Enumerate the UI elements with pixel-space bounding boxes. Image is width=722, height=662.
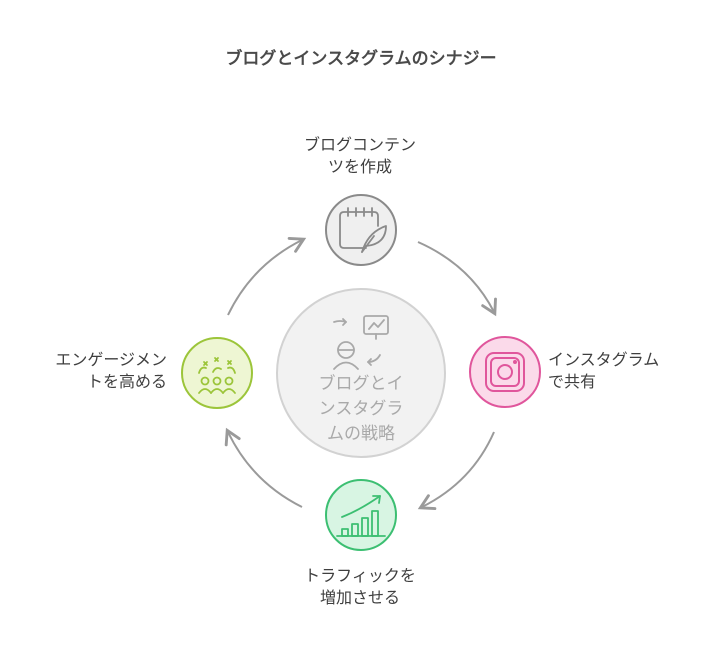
center-label-line: ムの戦略: [327, 424, 395, 444]
notepad-feather-icon: [339, 207, 387, 253]
bar-chart-growth-icon: [336, 495, 386, 537]
instagram-icon: [485, 352, 525, 392]
center-label-line: ンスタグラ: [318, 399, 404, 419]
label-line: エンゲージメン: [55, 350, 167, 369]
label-line: トを高める: [86, 372, 167, 391]
arrow-bottom-to-left: [224, 427, 303, 508]
arrow-right-to-bottom: [417, 431, 495, 511]
celebrating-people-icon: [198, 357, 236, 394]
center-circle: [276, 288, 446, 458]
label-line: ツを作成: [327, 157, 392, 176]
label-increase-traffic: トラフィックを 増加させる: [260, 565, 460, 609]
label-line: で共有: [548, 372, 597, 391]
label-line: トラフィックを: [304, 566, 416, 585]
strategy-presentation-icon: [333, 315, 389, 370]
label-line: インスタグラム: [548, 350, 660, 369]
center-label-line: ブログとイ: [318, 374, 404, 394]
node-circle-bottom[interactable]: [325, 479, 397, 551]
label-boost-engagement: エンゲージメン トを高める: [4, 349, 167, 393]
label-line: ブログコンテン: [303, 135, 416, 154]
arrow-left-to-top: [227, 236, 307, 316]
node-circle-right[interactable]: [469, 336, 541, 408]
diagram-title: ブログとインスタグラムのシナジー: [225, 49, 497, 69]
arrow-top-to-right: [417, 241, 497, 317]
label-share-on-instagram: インスタグラム で共有: [548, 349, 718, 393]
center-label: ブログとイ ンスタグラ ムの戦略: [284, 372, 438, 447]
node-circle-left[interactable]: [181, 337, 253, 409]
label-line: 増加させる: [319, 588, 400, 607]
label-create-blog-content: ブログコンテン ツを作成: [260, 134, 460, 178]
